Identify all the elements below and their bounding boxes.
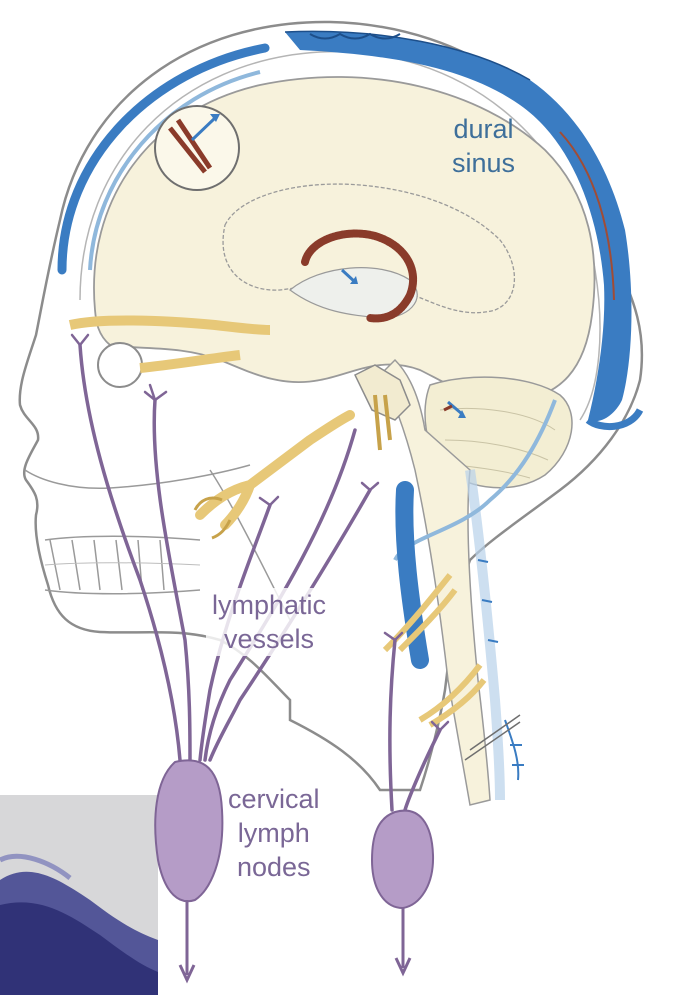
label-cervical-lymph-nodes: cervical lymph nodes	[228, 782, 320, 884]
lymph-node-right	[372, 811, 433, 908]
label-lymphatic-vessels: lymphatic vessels	[206, 588, 332, 656]
lymph-node-left	[155, 760, 222, 901]
inset-photo	[0, 795, 158, 995]
magnifier-inset	[155, 106, 239, 190]
label-dural-sinus: dural sinus	[452, 112, 515, 180]
